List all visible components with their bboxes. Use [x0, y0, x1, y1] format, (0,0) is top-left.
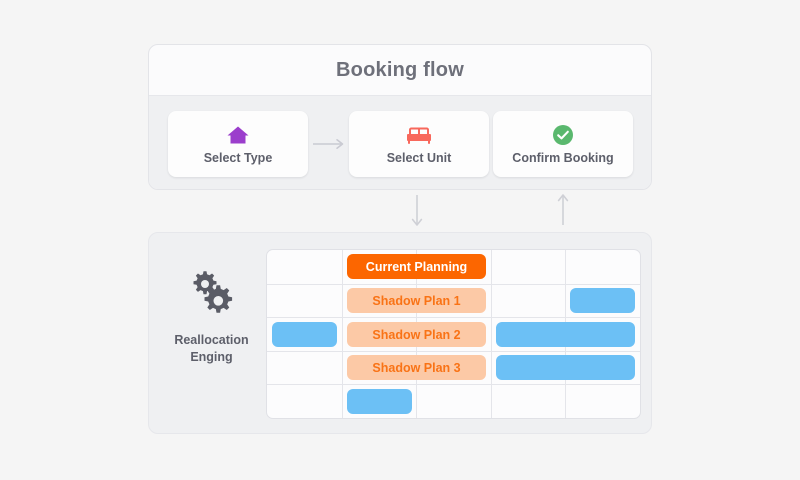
- bed-icon: [406, 122, 432, 148]
- check-circle-icon: [552, 122, 574, 148]
- plan-bar-allocation[interactable]: [347, 389, 412, 414]
- plan-bar-allocation[interactable]: [570, 288, 635, 313]
- flow-panel-title: Booking flow: [149, 45, 651, 96]
- grid-line-vertical: [342, 250, 343, 418]
- arrow-right-icon: [308, 138, 349, 150]
- plan-bar-label: Shadow Plan 1: [372, 293, 461, 308]
- grid-line-horizontal: [267, 317, 640, 318]
- grid-line-horizontal: [267, 384, 640, 385]
- arrow-down-icon: [404, 194, 430, 235]
- step-label: Confirm Booking: [512, 151, 614, 166]
- grid-line-horizontal: [267, 284, 640, 285]
- gears-icon: [186, 269, 238, 322]
- plan-bar-label: Shadow Plan 2: [372, 327, 461, 342]
- booking-flow-panel: Booking flow Select Type: [148, 44, 652, 190]
- plan-bar-shadow-plan-1[interactable]: Shadow Plan 1: [347, 288, 486, 313]
- plan-bar-allocation[interactable]: [496, 355, 635, 380]
- engine-label: Reallocation Enging: [174, 332, 248, 366]
- home-icon: [226, 122, 250, 148]
- step-label: Select Unit: [386, 151, 452, 166]
- engine-label-line2: Enging: [190, 349, 233, 364]
- plan-bar-allocation[interactable]: [496, 322, 635, 347]
- engine-identity: Reallocation Enging: [159, 269, 264, 366]
- grid-line-horizontal: [267, 351, 640, 352]
- arrow-up-icon: [550, 194, 576, 235]
- plan-bar-allocation[interactable]: [272, 322, 337, 347]
- flow-steps-row: Select Type: [149, 96, 651, 189]
- plan-bar-label: Current Planning: [365, 259, 468, 274]
- step-card-confirm-booking[interactable]: Confirm Booking: [493, 110, 633, 177]
- engine-label-line1: Reallocation: [174, 333, 249, 347]
- plan-bar-label: Shadow Plan 3: [372, 360, 461, 375]
- step-label: Select Type: [203, 151, 273, 166]
- grid-line-vertical: [491, 250, 492, 418]
- plan-bar-shadow-plan-2[interactable]: Shadow Plan 2: [347, 322, 486, 347]
- step-card-select-type[interactable]: Select Type: [168, 110, 308, 177]
- plan-bar-shadow-plan-3[interactable]: Shadow Plan 3: [347, 355, 486, 380]
- step-card-select-unit[interactable]: Select Unit: [349, 110, 489, 177]
- plan-bar-current-planning[interactable]: Current Planning: [347, 254, 486, 279]
